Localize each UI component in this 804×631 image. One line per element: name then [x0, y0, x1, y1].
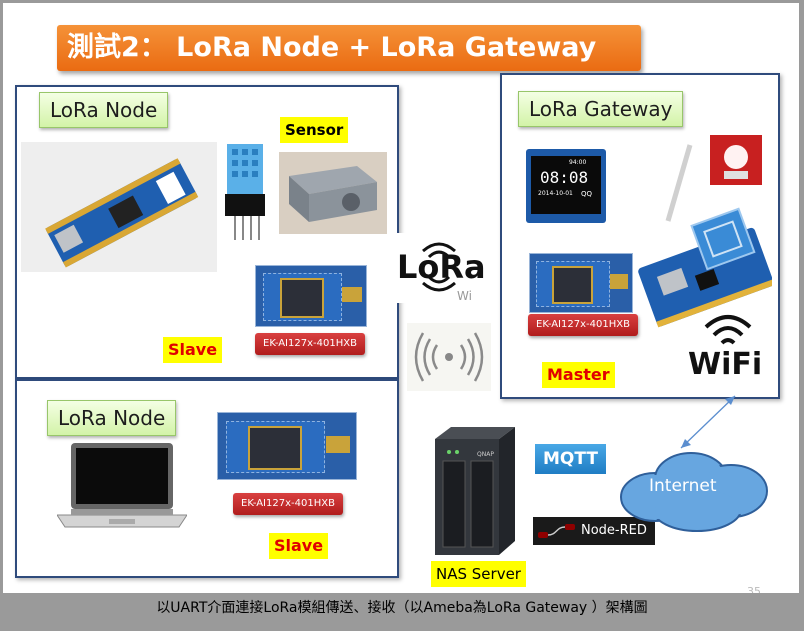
- internet-cloud-icon: [620, 452, 768, 532]
- gateway-internet-arrow: [680, 395, 736, 449]
- laptop-icon: [57, 443, 187, 528]
- oled-time: 08:08: [540, 168, 589, 187]
- radio-waves-icon: [407, 323, 491, 391]
- slide-title: 測試2： LoRa Node + LoRa Gateway: [57, 25, 641, 71]
- slave-label-top: Slave: [163, 337, 223, 363]
- module-label-gateway: EK-AI127x-401HXB: [528, 314, 638, 336]
- nas-brand: QNAP: [477, 451, 494, 458]
- lora-node-panel-bottom: LoRa Node EK-AI127x-401HXB Slave: [15, 379, 399, 578]
- lora-module-image-gateway: [529, 253, 633, 313]
- temperature-sensor-image: [225, 144, 265, 240]
- lora-logo-text: LoRa: [397, 248, 486, 286]
- figure-caption: 以UART介面連接LoRa模組傳送、接收（以Ameba為LoRa Gateway…: [156, 600, 648, 616]
- sensor-label: Sensor: [280, 117, 349, 143]
- lora-gateway-label: LoRa Gateway: [518, 91, 684, 127]
- lora-signal-icon: [422, 242, 456, 292]
- slave-label-bottom: Slave: [269, 533, 329, 559]
- arduino-nano-image: [21, 142, 217, 272]
- lora-logo-subtext: Wi: [457, 289, 472, 303]
- lora-node-label-top: LoRa Node: [39, 92, 169, 128]
- wifi-text: WiFi: [688, 347, 763, 382]
- oled-top-text: 94:00: [569, 159, 587, 166]
- internet-label: Internet: [649, 476, 717, 496]
- ameba-board-image: [638, 144, 772, 328]
- module-label-top: EK-AI127x-401HXB: [255, 333, 365, 355]
- lora-module-image-top: [255, 265, 367, 327]
- lora-node-label-bottom: LoRa Node: [47, 400, 177, 436]
- oled-display-image: 94:00 08:08 2014-10-01 QQ: [526, 149, 606, 223]
- slide: 測試2： LoRa Node + LoRa Gateway LoRa Node: [3, 3, 799, 593]
- wifi-icon: [704, 315, 752, 345]
- node-red-icon: [538, 524, 575, 538]
- lora-node-panel-top: LoRa Node Sensor: [15, 85, 399, 379]
- nas-server-image: [435, 427, 515, 555]
- master-label: Master: [542, 362, 615, 388]
- lora-module-image-bottom: [217, 412, 357, 480]
- slide-number: 35: [747, 585, 761, 593]
- node-red-text: Node-RED: [581, 523, 647, 538]
- lora-gateway-panel: LoRa Gateway 94:00 08:08 2014-10-01 QQ: [500, 73, 780, 399]
- dust-sensor-image: [279, 152, 387, 234]
- lora-logo: LoRa Wi: [395, 233, 495, 303]
- module-label-bottom: EK-AI127x-401HXB: [233, 493, 343, 515]
- oled-qq: QQ: [581, 190, 593, 198]
- mqtt-label: MQTT: [535, 444, 606, 474]
- led-module-image: [710, 135, 762, 185]
- oled-date: 2014-10-01: [538, 190, 573, 197]
- node-red-logo: Node-RED: [533, 517, 655, 545]
- nas-server-label: NAS Server: [431, 561, 526, 587]
